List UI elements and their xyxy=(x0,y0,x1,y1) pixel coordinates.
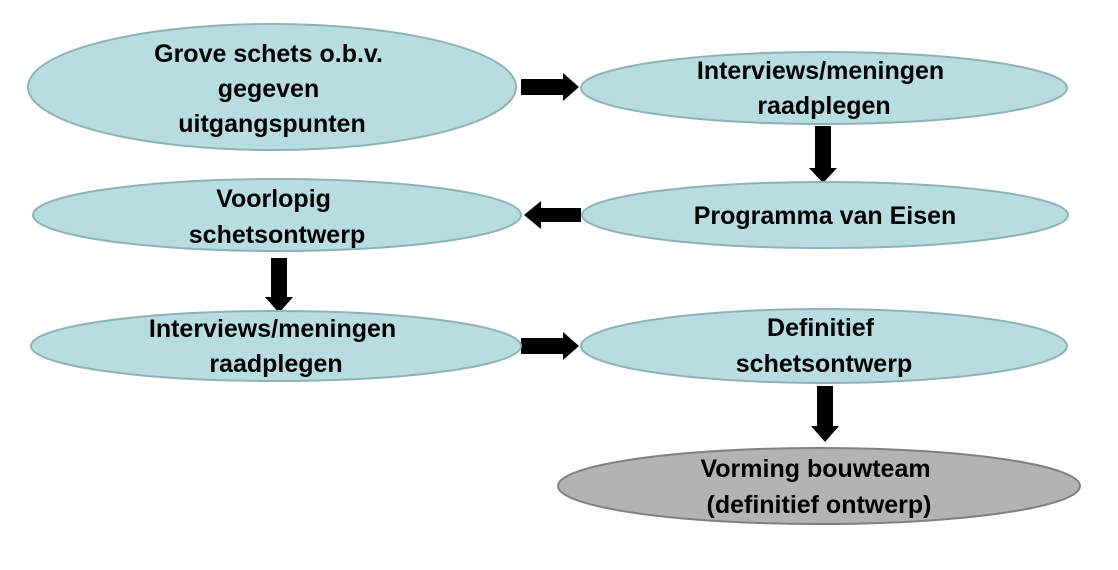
node-definitief-schetsontwerp-shape xyxy=(580,308,1068,384)
svg-text:Interviews/meningen raad: Interviews/meningen raadplegen xyxy=(149,315,403,378)
node-voorlopig-schetsontwerp: Voorlopig schetsontwerp xyxy=(32,178,522,252)
node-voorlopig-schetsontwerp-line-2: schetsontwerp xyxy=(189,221,365,249)
node-interviews-1: Interviews/meningen raadplegen xyxy=(580,51,1068,125)
svg-text:Grove schets o.b.v. gege: Grove schets o.b.v. gegeven uitgangspunt… xyxy=(154,40,390,138)
svg-text:Interviews/meningen raad: Interviews/meningen raadplegen xyxy=(697,57,951,120)
node-programma-van-eisen-line-1: Programma van Eisen xyxy=(694,202,957,230)
node-grove-schets-line-2: gegeven xyxy=(218,75,319,103)
arrow-interviews-2-to-definitief xyxy=(521,332,579,360)
node-interviews-2: Interviews/meningen raadplegen xyxy=(30,310,522,382)
node-vorming-bouwteam-line-2: (definitief ontwerp) xyxy=(707,491,932,519)
node-vorming-bouwteam-line-1: Vorming bouwteam xyxy=(700,455,930,483)
node-programma-van-eisen: Programma van Eisen xyxy=(581,181,1069,249)
arrow-interviews-1-to-programma xyxy=(809,126,837,183)
node-interviews-1-shape xyxy=(580,51,1068,125)
node-interviews-2-shape xyxy=(30,310,522,382)
node-definitief-schetsontwerp-line-1: Definitief xyxy=(767,314,875,342)
node-programma-van-eisen-shape xyxy=(581,181,1069,249)
arrow-voorlopig-to-interviews-2 xyxy=(265,258,293,313)
node-definitief-schetsontwerp-line-2: schetsontwerp xyxy=(736,350,912,378)
node-grove-schets-line-1: Grove schets o.b.v. xyxy=(154,40,383,68)
node-interviews-1-line-2: raadplegen xyxy=(757,92,890,120)
node-grove-schets-shape xyxy=(27,23,517,151)
node-interviews-2-line-1: Interviews/meningen xyxy=(149,315,396,343)
node-voorlopig-schetsontwerp-shape xyxy=(32,178,522,252)
node-voorlopig-schetsontwerp-line-1: Voorlopig xyxy=(216,185,331,213)
node-vorming-bouwteam: Vorming bouwteam (definitief ontwerp) xyxy=(557,447,1081,525)
svg-text:Voorlopig schetsontwerp: Voorlopig schetsontwerp xyxy=(189,185,365,249)
node-vorming-bouwteam-shape xyxy=(557,447,1081,525)
arrow-programma-to-voorlopig xyxy=(524,201,581,229)
svg-text:Programma van Eisen: Programma van Eisen xyxy=(694,202,957,230)
arrows xyxy=(265,73,839,442)
node-interviews-2-line-2: raadplegen xyxy=(209,350,342,378)
node-definitief-schetsontwerp: Definitief schetsontwerp xyxy=(580,308,1068,384)
arrow-grove-to-interviews-1 xyxy=(521,73,579,101)
svg-text:Definitief schetsontwerp: Definitief schetsontwerp xyxy=(736,314,912,378)
node-grove-schets-line-3: uitgangspunten xyxy=(178,110,365,138)
svg-text:Vorming bouwteam (defini: Vorming bouwteam (definitief ontwerp) xyxy=(700,455,937,519)
node-grove-schets: Grove schets o.b.v. gegeven uitgangspunt… xyxy=(27,23,517,151)
node-interviews-1-line-1: Interviews/meningen xyxy=(697,57,944,85)
arrow-definitief-to-vorming xyxy=(811,386,839,442)
